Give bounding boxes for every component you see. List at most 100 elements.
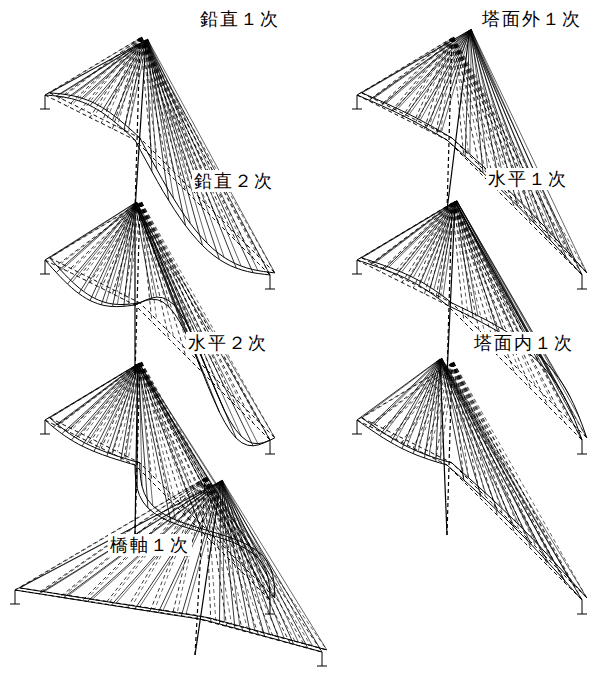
deformed-line [50, 363, 139, 418]
deformed-line [440, 359, 582, 600]
deformed-line [577, 289, 587, 290]
undeformed-line [38, 478, 206, 594]
deformed-line [470, 30, 535, 223]
deformed-deck [15, 590, 322, 652]
undeformed-line [384, 362, 453, 429]
undeformed-line [452, 38, 565, 258]
undeformed-line [452, 203, 548, 406]
undeformed-line [207, 477, 311, 645]
deformed-line [45, 95, 46, 109]
deformed-line [416, 30, 470, 122]
deformed-line [135, 203, 236, 438]
mode-label: 水平１次 [486, 168, 570, 190]
deformed-line [322, 652, 323, 666]
deformed-line [471, 30, 505, 188]
deformed-line [146, 40, 186, 226]
deformed-line [582, 600, 583, 614]
deformed-line [577, 614, 587, 615]
undeformed-line [20, 477, 207, 588]
deformed-line [146, 40, 203, 246]
undeformed-line [452, 38, 582, 275]
deformed-line [352, 434, 362, 435]
deformed-line [68, 481, 222, 596]
undeformed-line [205, 478, 322, 652]
deformed-line [222, 481, 312, 647]
deformed-line [265, 289, 275, 290]
deformed-line [138, 364, 171, 522]
deformed-line [352, 274, 362, 275]
undeformed-line [452, 203, 531, 389]
deformed-line [135, 203, 169, 307]
deformed-deck [362, 418, 587, 598]
deformed-line [222, 481, 269, 635]
deformed-line [148, 39, 208, 243]
undeformed-line [87, 477, 206, 598]
deformed-line [455, 202, 574, 420]
deformed-line [457, 201, 587, 438]
deformed-line [457, 201, 478, 316]
undeformed-line [441, 37, 454, 132]
deformed-line [146, 40, 219, 260]
deformed-line [222, 481, 298, 643]
deformed-line [87, 481, 220, 601]
deformed-line [135, 40, 146, 210]
deformed-line [440, 359, 481, 495]
mode-label: 橋軸１次 [108, 534, 192, 556]
undeformed-line [142, 362, 174, 496]
undeformed-line [452, 38, 548, 241]
deformed-line [146, 40, 270, 275]
deformed-line [438, 202, 455, 299]
deformed-line [58, 363, 139, 425]
undeformed-line [207, 477, 296, 641]
deformed-line [397, 202, 456, 275]
deformed-line [222, 481, 326, 650]
mode-label: 鉛直１次 [198, 8, 282, 30]
deformed-line [436, 359, 440, 462]
deformed-line [380, 359, 441, 436]
deformed-line [72, 39, 147, 95]
deformed-line [222, 481, 284, 639]
undeformed-line [402, 38, 452, 118]
deformed-line [389, 201, 457, 267]
deformed-line [369, 30, 469, 100]
undeformed-line [205, 478, 306, 648]
deformed-line [265, 454, 275, 455]
deformed-deck [20, 588, 327, 650]
mode-label: 鉛直２次 [192, 170, 276, 192]
undeformed-line [205, 478, 243, 631]
deformed-line [357, 95, 358, 109]
deformed-line [148, 39, 191, 223]
deformed-line [440, 359, 447, 535]
deformed-line [447, 30, 470, 210]
deformed-line [455, 202, 582, 440]
deformed-line [50, 202, 137, 258]
undeformed-line [140, 38, 270, 275]
deformed-line [106, 39, 148, 110]
mode-label: 塔面外１次 [480, 8, 584, 30]
deformed-line [442, 358, 587, 598]
deformed-line [129, 202, 137, 304]
deformed-line [270, 275, 271, 289]
deformed-line [138, 364, 235, 543]
deformed-line [135, 203, 253, 446]
deformed-line [582, 440, 583, 454]
deformed-line [440, 359, 548, 563]
deformed-line [470, 30, 582, 275]
deformed-line [40, 434, 50, 435]
deformed-line [137, 364, 138, 488]
deformed-line [90, 203, 135, 301]
deformed-line [221, 481, 265, 636]
deformed-line [92, 481, 222, 600]
deformed-deck [362, 93, 587, 273]
deformed-line [440, 359, 531, 545]
deformed-line [221, 481, 308, 648]
deformed-line [362, 201, 457, 258]
undeformed-line [72, 37, 141, 104]
undeformed-line [454, 362, 570, 581]
undeformed-line [205, 478, 274, 639]
undeformed-line [45, 38, 140, 95]
undeformed-line [142, 37, 275, 273]
undeformed-line [380, 38, 453, 106]
deformed-line [139, 363, 207, 530]
mode-label: 水平２次 [186, 332, 270, 354]
